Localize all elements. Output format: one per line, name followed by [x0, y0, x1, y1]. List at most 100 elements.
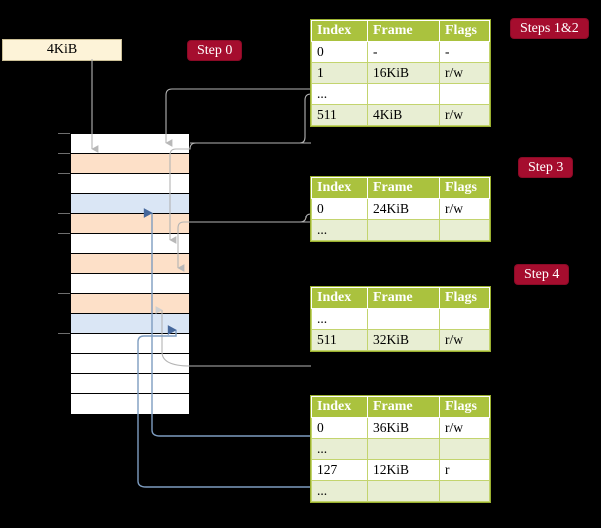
column-header-flags: Flags — [439, 287, 490, 309]
table-cell — [439, 83, 490, 105]
virtual-page-box: 4KiB — [2, 39, 122, 61]
memory-frame-row — [71, 254, 189, 274]
table-row: ... — [311, 308, 490, 330]
virtual-page-label: 4KiB — [46, 42, 78, 57]
table-cell: 0 — [311, 417, 368, 439]
column-header-flags: Flags — [439, 177, 490, 199]
table-cell: 32KiB — [367, 329, 440, 351]
badge-step-3: Step 3 — [519, 158, 573, 177]
table-cell: r — [439, 459, 490, 481]
table-cell: 36KiB — [367, 417, 440, 439]
memory-frame-row — [71, 174, 189, 194]
column-header-index: Index — [311, 396, 368, 418]
wire-cr3-to-pml4 — [190, 93, 312, 144]
memory-frame-row — [71, 374, 189, 394]
badge-step-0: Step 0 — [188, 41, 242, 60]
table-cell — [439, 480, 490, 502]
table-row: 0-- — [311, 41, 490, 63]
table-cell — [439, 308, 490, 330]
table-cell: 0 — [311, 198, 368, 220]
memory-frame-tick — [58, 333, 70, 334]
table-row: ... — [311, 219, 490, 241]
memory-frame-tick — [58, 293, 70, 294]
memory-frame-row — [71, 134, 189, 154]
table-cell: r/w — [439, 417, 490, 439]
memory-frame-tick — [58, 133, 70, 134]
memory-frame-row — [71, 394, 189, 414]
memory-frame-row — [71, 214, 189, 234]
table-cell: 16KiB — [367, 62, 440, 84]
wire-memory-to-pdp — [190, 213, 312, 223]
memory-frame-row — [71, 274, 189, 294]
table-cell: ... — [311, 83, 368, 105]
table-cell: ... — [311, 219, 368, 241]
table-cell — [439, 219, 490, 241]
table-cell: r/w — [439, 198, 490, 220]
memory-frame-tick — [58, 173, 70, 174]
table-cell — [367, 480, 440, 502]
wire-pml4-511-to-pdp-frame — [169, 142, 311, 244]
table-cell: ... — [311, 438, 368, 460]
wire-pdp-entry-down — [177, 221, 311, 272]
column-header-frame: Frame — [367, 396, 440, 418]
memory-frame-row — [71, 154, 189, 174]
table-cell: r/w — [439, 329, 490, 351]
memory-frame-tick — [58, 213, 70, 214]
table-cell: 511 — [311, 104, 368, 126]
table-cell: 12KiB — [367, 459, 440, 481]
memory-frame-row — [71, 314, 189, 334]
table-cell — [367, 83, 440, 105]
table-cell — [367, 438, 440, 460]
column-header-flags: Flags — [439, 396, 490, 418]
table-cell: 127 — [311, 459, 368, 481]
memory-frame-tick — [58, 153, 70, 154]
table-cell: 1 — [311, 62, 368, 84]
memory-frame-row — [71, 234, 189, 254]
table-cell: ... — [311, 308, 368, 330]
physical-memory-column — [70, 133, 190, 415]
column-header-index: Index — [311, 177, 368, 199]
table-cell: r/w — [439, 62, 490, 84]
table-cell — [367, 308, 440, 330]
table-cell — [439, 438, 490, 460]
table-cell: 4KiB — [367, 104, 440, 126]
table-cell: - — [367, 41, 440, 63]
memory-frame-tick — [58, 233, 70, 234]
table-row: ... — [311, 438, 490, 460]
column-header-index: Index — [311, 287, 368, 309]
badge-steps-1-and-2: Steps 1&2 — [511, 19, 588, 38]
memory-frame-row — [71, 334, 189, 354]
badge-step-4: Step 4 — [515, 265, 569, 284]
table-cell: - — [439, 41, 490, 63]
table-cell: ... — [311, 480, 368, 502]
table-cell: r/w — [439, 104, 490, 126]
table-cell: 511 — [311, 329, 368, 351]
memory-frame-row — [71, 194, 189, 214]
column-header-frame: Frame — [367, 287, 440, 309]
column-header-index: Index — [311, 20, 368, 42]
column-header-frame: Frame — [367, 20, 440, 42]
memory-frame-row — [71, 354, 189, 374]
table-row: ... — [311, 83, 490, 105]
table-cell: 24KiB — [367, 198, 440, 220]
column-header-flags: Flags — [439, 20, 490, 42]
memory-frame-row — [71, 294, 189, 314]
table-row: ... — [311, 480, 490, 502]
table-cell — [367, 219, 440, 241]
table-cell: 0 — [311, 41, 368, 63]
